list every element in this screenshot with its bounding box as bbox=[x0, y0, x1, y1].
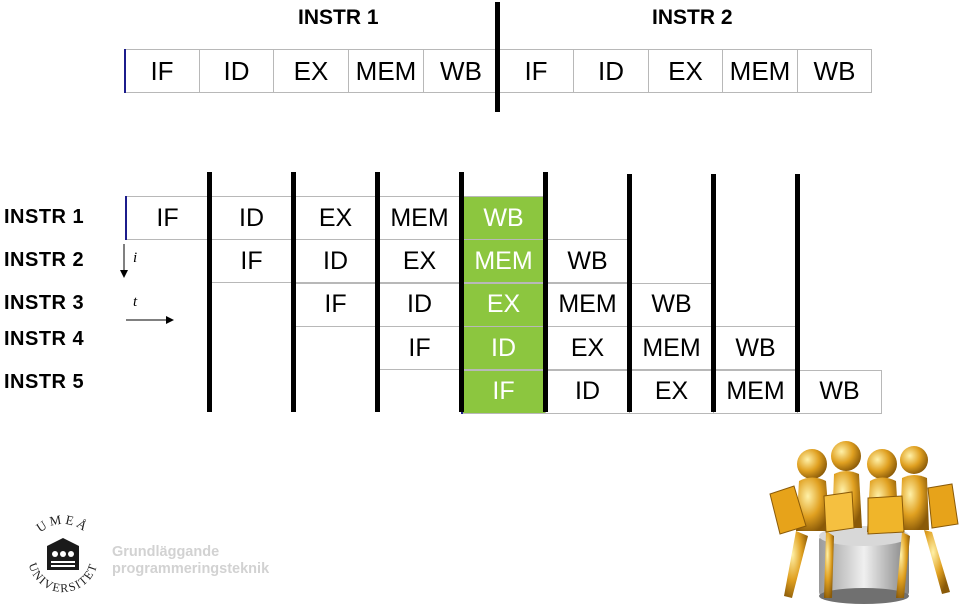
row-label-instr5: INSTR 5 bbox=[4, 371, 84, 394]
pipeline-stage-cell: ID bbox=[462, 326, 546, 370]
row-label-instr2: INSTR 2 bbox=[4, 249, 84, 272]
clock-boundary-bar bbox=[795, 174, 800, 412]
top-stage-cell: MEM bbox=[723, 49, 798, 93]
pipeline-stage-cell: MEM bbox=[378, 196, 462, 240]
axis-label-i: i bbox=[133, 250, 137, 267]
top-stage-cell: WB bbox=[424, 49, 499, 93]
team-laptops-clipart bbox=[764, 436, 960, 606]
row-label-instr3: INSTR 3 bbox=[4, 292, 84, 315]
clock-boundary-bar bbox=[375, 172, 380, 412]
pipeline-stage-cell: ID bbox=[294, 239, 378, 283]
pipeline-stage-cell: IF bbox=[294, 283, 378, 327]
pipeline-stage-cell: ID bbox=[378, 283, 462, 327]
top-instr2-label: INSTR 2 bbox=[652, 6, 733, 30]
top-stage-cell: ID bbox=[200, 49, 274, 93]
course-name-line2: programmeringsteknik bbox=[112, 561, 269, 578]
pipeline-stage-cell: EX bbox=[462, 283, 546, 327]
clock-boundary-bar bbox=[459, 172, 464, 412]
pipeline-stage-cell: ID bbox=[546, 370, 630, 414]
top-stage-cell: EX bbox=[274, 49, 349, 93]
logo-arc-top-text: UMEÅ bbox=[33, 512, 92, 535]
top-stage-cell: IF bbox=[499, 49, 574, 93]
top-instr1-label: INSTR 1 bbox=[298, 6, 379, 30]
pipeline-stage-cell: WB bbox=[798, 370, 882, 414]
top-stage-cell: IF bbox=[125, 49, 200, 93]
pipeline-stage-cell: WB bbox=[630, 283, 714, 327]
top-divider-bar bbox=[495, 2, 500, 112]
course-name-line1: Grundläggande bbox=[112, 544, 219, 561]
pipeline-stage-cell: MEM bbox=[630, 326, 714, 370]
pipeline-stage-cell: ID bbox=[210, 196, 294, 240]
pipeline-stage-cell: MEM bbox=[714, 370, 798, 414]
pipeline-stage-cell: MEM bbox=[546, 283, 630, 327]
pipeline-stage-cell: WB bbox=[714, 326, 798, 370]
clock-boundary-bar bbox=[627, 174, 632, 412]
pipeline-stage-cell: EX bbox=[630, 370, 714, 414]
top-stage-cell: MEM bbox=[349, 49, 424, 93]
clock-boundary-bar bbox=[543, 172, 548, 412]
umea-university-logo: UMEÅ UNIVERSITET bbox=[18, 512, 108, 602]
row-left-edge bbox=[125, 196, 127, 240]
clock-boundary-bar bbox=[711, 174, 716, 412]
svg-text:UMEÅ: UMEÅ bbox=[33, 512, 92, 535]
row-label-instr1: INSTR 1 bbox=[4, 206, 84, 229]
top-strip-left-edge bbox=[124, 49, 126, 93]
pipeline-stage-cell: EX bbox=[546, 326, 630, 370]
pipeline-stage-cell: IF bbox=[126, 196, 210, 240]
axis-label-t: t bbox=[133, 294, 137, 311]
top-stage-cell: EX bbox=[649, 49, 723, 93]
row-label-instr4: INSTR 4 bbox=[4, 328, 84, 351]
clock-boundary-bar bbox=[207, 172, 212, 412]
top-stage-cell: ID bbox=[574, 49, 649, 93]
pipeline-stage-cell: EX bbox=[378, 239, 462, 283]
pipeline-stage-cell: IF bbox=[210, 239, 294, 283]
pipeline-stage-cell: IF bbox=[462, 370, 546, 414]
top-stage-cell: WB bbox=[798, 49, 872, 93]
clock-boundary-bar bbox=[291, 172, 296, 412]
pipeline-stage-cell: EX bbox=[294, 196, 378, 240]
pipeline-stage-cell: MEM bbox=[462, 239, 546, 283]
pipeline-stage-cell: IF bbox=[378, 326, 462, 370]
logo-emblem-icon bbox=[47, 538, 79, 570]
pipeline-stage-cell: WB bbox=[462, 196, 546, 240]
pipeline-stage-cell: WB bbox=[546, 239, 630, 283]
